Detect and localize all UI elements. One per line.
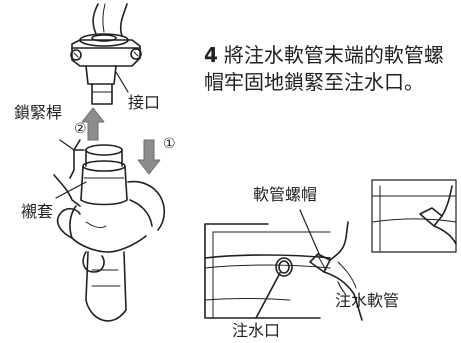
- step-number: 4: [204, 43, 218, 67]
- tap-connector-drawing: [53, 3, 166, 322]
- hose-nut-label: 軟管螺帽: [253, 185, 318, 204]
- step-text: 將注水軟管末端的軟管螺帽牢固地鎖緊至注水口。: [204, 43, 444, 94]
- inlet-hose-label: 注水軟管: [335, 291, 400, 310]
- lock-lever-label: 鎖緊桿: [14, 103, 63, 122]
- sleeve-label: 襯套: [21, 202, 54, 221]
- connector-label: 接口: [128, 93, 161, 112]
- water-inlet-label: 注水口: [232, 321, 281, 340]
- step-marker-2: ②: [74, 121, 87, 137]
- machine-panel-drawing: [204, 179, 457, 321]
- step-marker-1: ①: [163, 136, 176, 152]
